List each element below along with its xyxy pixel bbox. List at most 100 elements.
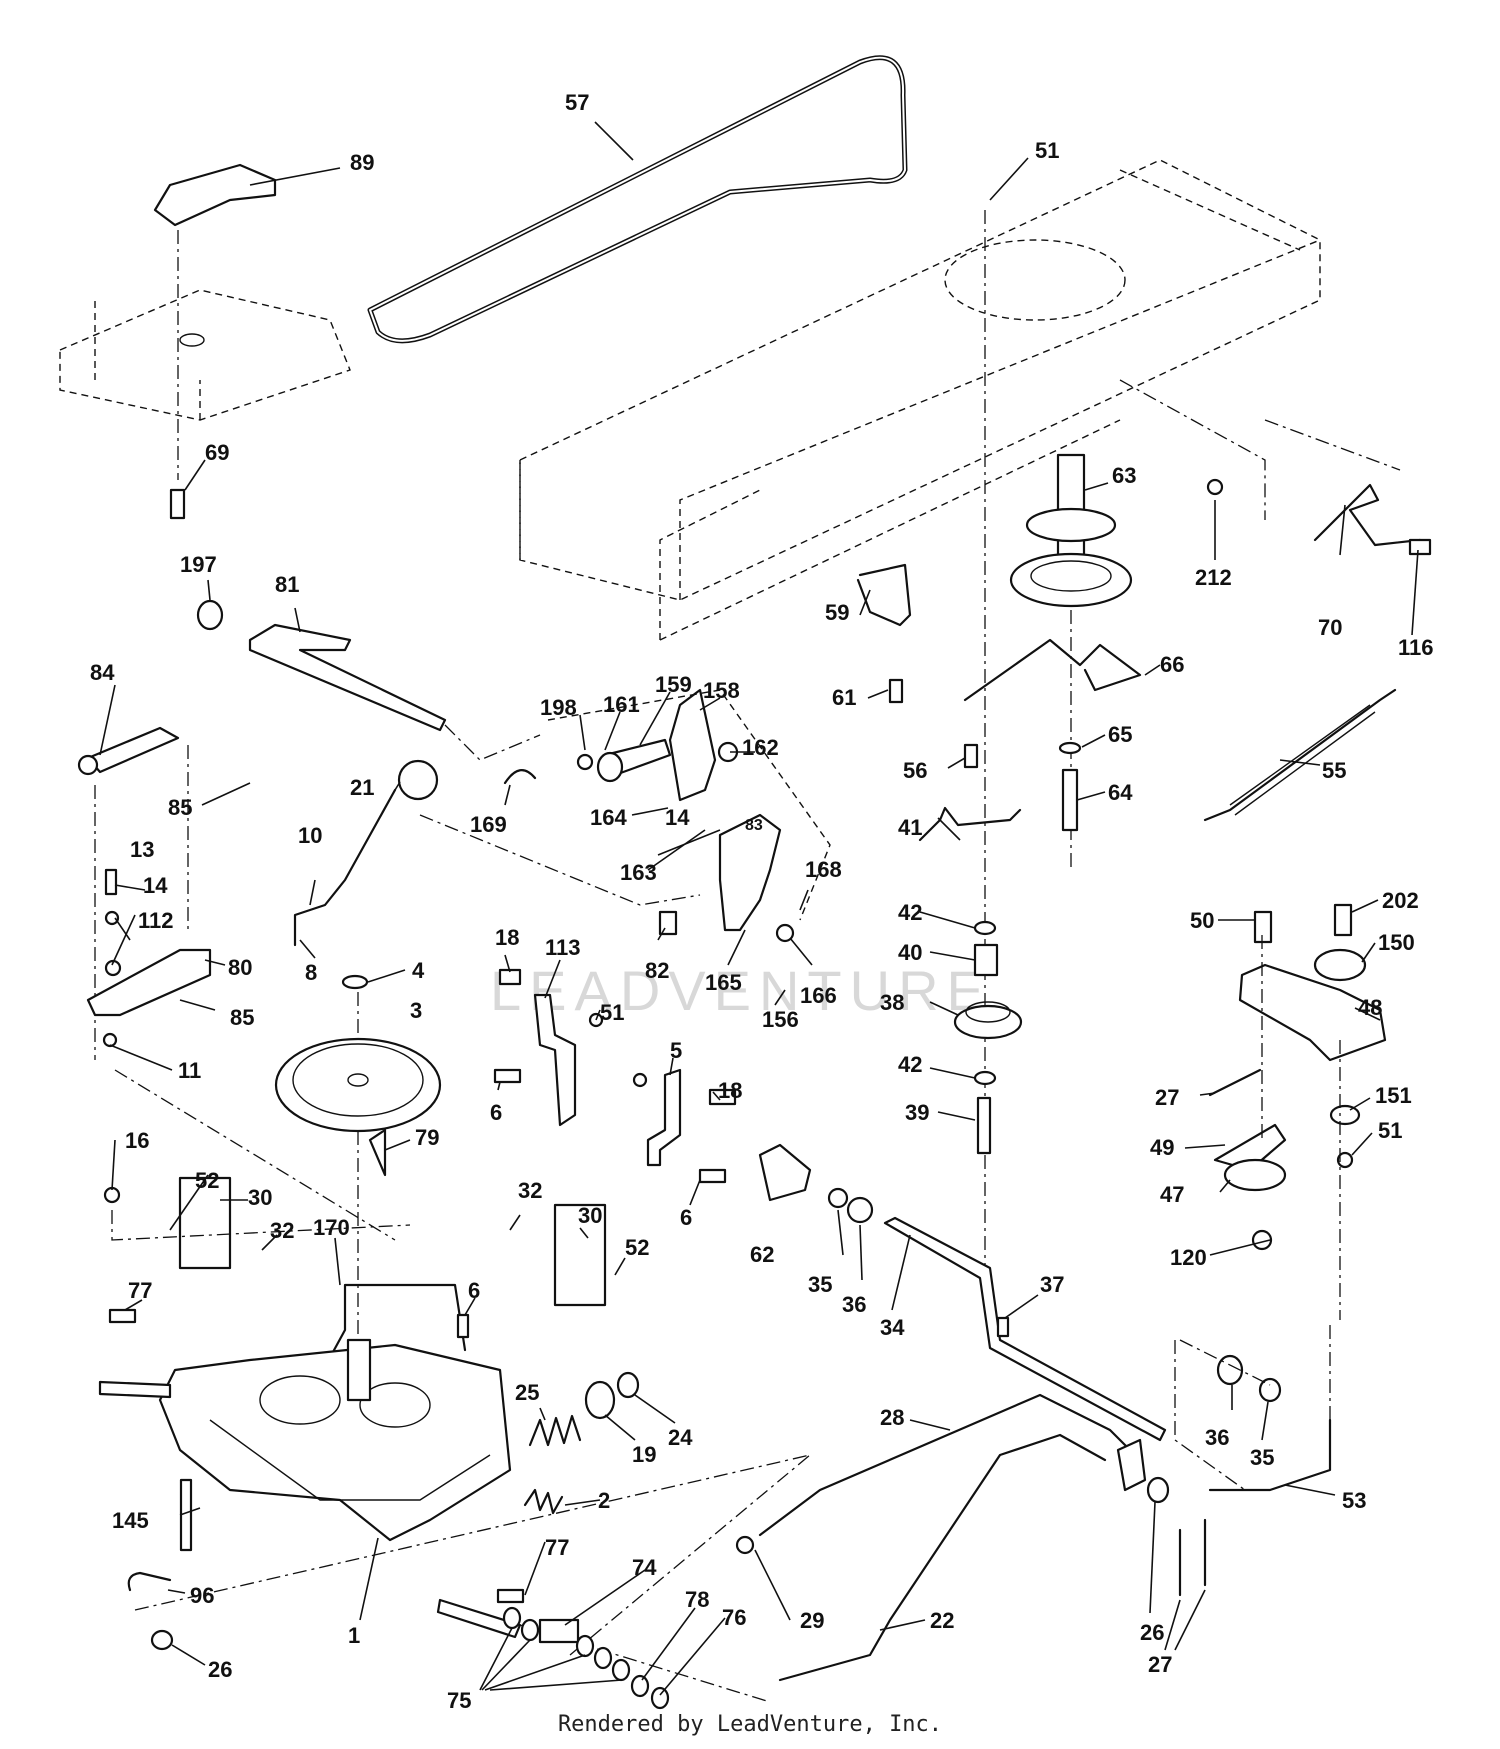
callout-36: 36 <box>842 1292 866 1317</box>
callout-51: 51 <box>1378 1118 1402 1143</box>
callout-49: 49 <box>1150 1135 1174 1160</box>
callout-57: 57 <box>565 90 589 115</box>
callout-38: 38 <box>880 990 904 1015</box>
bolt-18a <box>498 968 522 986</box>
callout-89: 89 <box>350 150 374 175</box>
callout-150: 150 <box>1378 930 1415 955</box>
clip-169 <box>503 769 537 785</box>
callout-162: 162 <box>742 735 779 760</box>
callout-6: 6 <box>680 1205 692 1230</box>
nut-212 <box>1206 478 1224 496</box>
washer-26b <box>1146 1476 1170 1504</box>
key-77b <box>496 1588 525 1604</box>
callout-39: 39 <box>905 1100 929 1125</box>
callout-59: 59 <box>825 600 849 625</box>
callout-2: 2 <box>598 1488 610 1513</box>
bolt-64 <box>1061 768 1079 832</box>
callout-85: 85 <box>168 795 192 820</box>
callout-34: 34 <box>880 1315 905 1340</box>
callout-11: 11 <box>178 1058 201 1083</box>
callout-61: 61 <box>832 685 856 710</box>
callout-8: 8 <box>305 960 317 985</box>
callout-48: 48 <box>1358 995 1382 1020</box>
callout-82: 82 <box>645 958 669 983</box>
callout-18: 18 <box>718 1078 742 1103</box>
callout-19: 19 <box>632 1442 656 1467</box>
callout-74: 74 <box>632 1555 657 1580</box>
callout-26: 26 <box>1140 1620 1164 1645</box>
callout-41: 41 <box>898 815 922 840</box>
bolt-39 <box>976 1096 992 1155</box>
key-79 <box>368 1128 387 1177</box>
callout-151: 151 <box>1375 1083 1412 1108</box>
bolt-50 <box>1253 910 1273 944</box>
callout-6: 6 <box>490 1100 502 1125</box>
washer-26a <box>150 1629 174 1651</box>
callout-116: 116 <box>1398 635 1434 660</box>
callout-96: 96 <box>190 1583 214 1608</box>
foot-pan-outline <box>59 289 351 421</box>
callout-53: 53 <box>1342 1488 1366 1513</box>
washer-36b <box>1216 1354 1244 1386</box>
callout-159: 159 <box>655 672 692 697</box>
callout-18: 18 <box>495 925 519 950</box>
callout-16: 16 <box>125 1128 149 1153</box>
callout-65: 65 <box>1108 722 1132 747</box>
end-29 <box>735 1535 755 1555</box>
callout-84: 84 <box>90 660 115 685</box>
spindle-63 <box>1009 453 1133 608</box>
callout-79: 79 <box>415 1125 439 1150</box>
spring-66 <box>963 638 1142 702</box>
bracket-113 <box>533 993 577 1127</box>
callout-168: 168 <box>805 857 842 882</box>
callout-26: 26 <box>208 1657 232 1682</box>
bolt-6c <box>456 1313 470 1339</box>
callout-42: 42 <box>898 1052 922 1077</box>
knob-21 <box>397 759 439 801</box>
footer-credit: Rendered by LeadVenture, Inc. <box>557 1712 943 1737</box>
bracket-26 <box>1116 1438 1147 1492</box>
callout-56: 56 <box>903 758 927 783</box>
callout-166: 166 <box>800 983 837 1008</box>
axle-left <box>98 1380 172 1399</box>
callout-113: 113 <box>545 935 581 960</box>
bolt-69 <box>169 488 186 520</box>
washer-36a <box>846 1196 874 1224</box>
nut-51c <box>1336 1151 1354 1169</box>
callout-25: 25 <box>515 1380 539 1405</box>
bolt-56 <box>963 743 979 769</box>
callout-14: 14 <box>665 805 690 830</box>
bolt-61 <box>888 678 904 704</box>
callout-75: 75 <box>447 1688 471 1713</box>
callout-63: 63 <box>1112 463 1136 488</box>
callout-51: 51 <box>1035 138 1059 163</box>
callout-37: 37 <box>1040 1272 1064 1297</box>
callout-42: 42 <box>898 900 922 925</box>
bracket-30b <box>553 1203 607 1307</box>
bracket-48 <box>1238 963 1387 1062</box>
watermark: LEADVENTURE <box>490 959 992 1022</box>
shaft-34 <box>883 1216 1167 1442</box>
axle-right <box>436 1598 522 1639</box>
callout-170: 170 <box>313 1215 350 1240</box>
washer-35a <box>827 1187 849 1209</box>
callout-5: 5 <box>670 1038 682 1063</box>
nut-35b <box>1258 1377 1282 1403</box>
callout-198: 198 <box>540 695 577 720</box>
washer-stack-75 <box>502 1606 670 1710</box>
washer-42b <box>973 1070 997 1086</box>
bushing-197 <box>196 599 224 631</box>
callout-66: 66 <box>1160 652 1184 677</box>
callout-55: 55 <box>1322 758 1346 783</box>
callout-28: 28 <box>880 1405 904 1430</box>
callout-labels: 57 89 51 69 197 81 63 212 70 116 59 61 6… <box>90 90 1434 1713</box>
shaft-81 <box>248 623 447 732</box>
callout-81: 81 <box>275 572 299 597</box>
bracket-80 <box>86 948 212 1017</box>
callout-40: 40 <box>898 940 922 965</box>
callout-50: 50 <box>1190 908 1214 933</box>
callout-4: 4 <box>412 958 425 983</box>
pin-96 <box>127 1571 172 1592</box>
callout-77: 77 <box>128 1278 152 1303</box>
